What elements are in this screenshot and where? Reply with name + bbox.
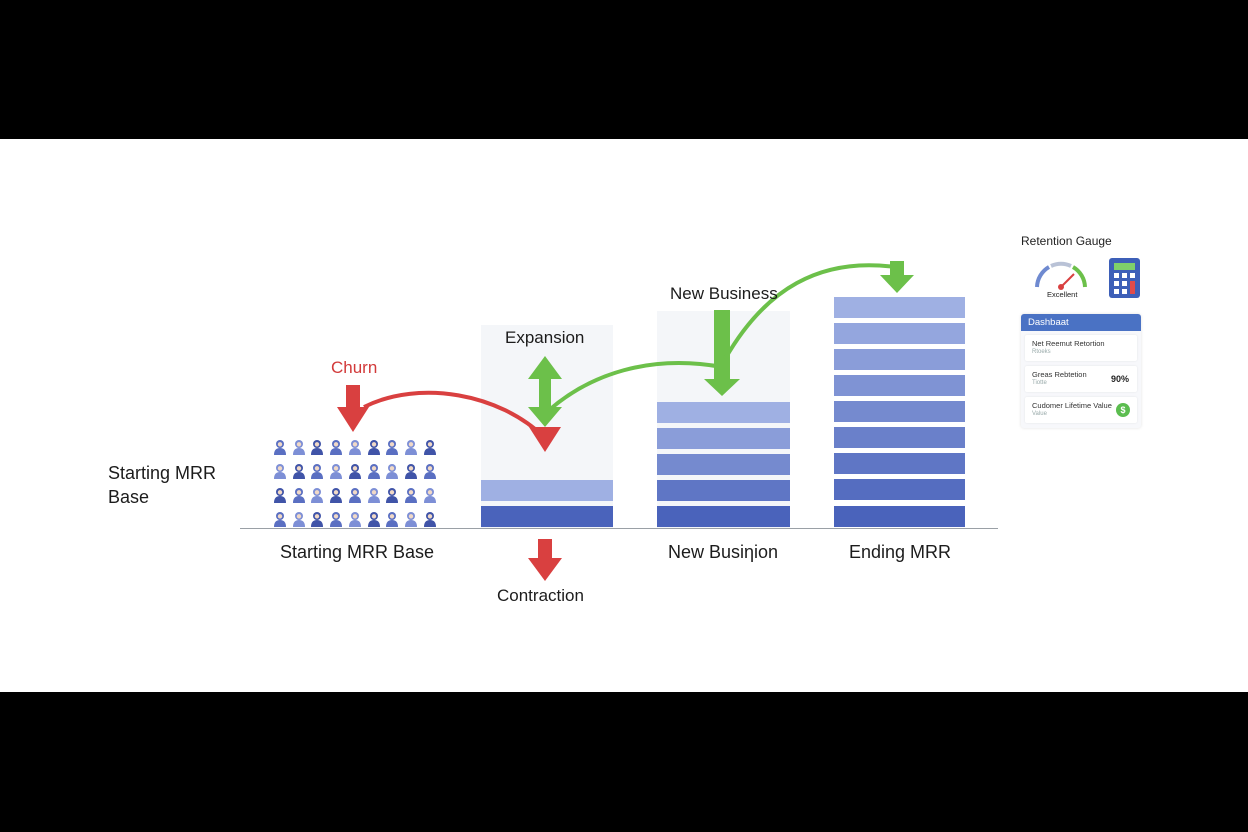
- person-icon: [367, 512, 380, 527]
- person-icon: [292, 440, 305, 455]
- gauge-label: Excellent: [1047, 290, 1078, 299]
- new-business-bar-segment: [657, 454, 790, 475]
- person-icon: [274, 512, 286, 527]
- baseline-axis: [240, 528, 998, 529]
- churn-down-arrow: [337, 385, 369, 432]
- ending-mrr-bar-segment: [834, 427, 965, 448]
- dashboard-card-ltv: Cudomer Lifetime Value Value $: [1025, 397, 1137, 423]
- dashboard-panel: Dashbaat Net Reemut Retortion Rtoeks Gre…: [1021, 314, 1141, 428]
- card-value: 90%: [1110, 374, 1129, 384]
- speedometer-icon: [1035, 261, 1087, 290]
- contraction-down-arrow: [528, 539, 562, 581]
- person-icon: [386, 440, 399, 455]
- ending-mrr-bar-segment: [834, 349, 965, 370]
- dashboard-header: Dashbaat: [1021, 314, 1141, 331]
- ending-mrr-bar-segment: [834, 375, 965, 396]
- person-icon: [292, 488, 305, 503]
- person-icon: [311, 488, 324, 503]
- person-icon: [274, 488, 286, 503]
- category-label-end: Ending MRR: [849, 542, 952, 562]
- person-icon: [330, 488, 343, 503]
- ending-down-arrow: [880, 261, 914, 293]
- new-business-bar-segment: [657, 402, 790, 423]
- person-icon: [404, 512, 417, 527]
- person-icon: [423, 440, 436, 455]
- person-icon: [330, 464, 343, 479]
- card-subtitle: Rtoeks: [1032, 349, 1051, 355]
- person-icon: [348, 488, 361, 503]
- person-icon: [348, 440, 361, 455]
- new-business-bar-segment: [657, 506, 790, 527]
- ending-mrr-bar-segment: [834, 401, 965, 422]
- person-icon: [386, 464, 399, 479]
- expansion-label: Expansion: [505, 328, 585, 347]
- card-title: Net Reemut Retortion: [1032, 339, 1105, 348]
- new-business-bar-segment: [657, 428, 790, 449]
- person-icon: [274, 464, 286, 479]
- ending-mrr-bar-segment: [834, 297, 965, 318]
- ending-mrr-bar-segment: [834, 323, 965, 344]
- expansion-bar-segment: [481, 480, 613, 501]
- person-icon: [348, 512, 361, 527]
- person-icon: [330, 512, 343, 527]
- ending-mrr-bar-segment: [834, 506, 965, 527]
- expansion-bar-segment: [481, 506, 613, 527]
- category-label-new: New Busiηion: [668, 542, 779, 562]
- person-icon: [386, 488, 399, 503]
- ending-mrr-bar-segment: [834, 479, 965, 500]
- card-subtitle: Value: [1032, 411, 1047, 417]
- category-label-start: Starting MRR Base: [280, 542, 435, 562]
- card-title: Cudomer Lifetime Value: [1032, 401, 1112, 410]
- person-icon: [367, 440, 380, 455]
- person-icon: [292, 512, 305, 527]
- person-icon: [348, 464, 361, 479]
- new-business-bar-segment: [657, 480, 790, 501]
- person-icon: [274, 440, 286, 455]
- dollar-icon: $: [1116, 403, 1130, 417]
- person-icon: [292, 464, 305, 479]
- retention-gauge-title: Retention Gauge: [1021, 234, 1112, 248]
- starting-mrr-side-label: Starting MRR Base: [108, 463, 217, 507]
- person-icon: [311, 512, 324, 527]
- contraction-label: Contraction: [497, 586, 584, 605]
- diagram-canvas: Starting MRR Base: [0, 139, 1248, 692]
- person-icon: [367, 488, 380, 503]
- person-icon: [423, 464, 436, 479]
- person-icon: [404, 440, 417, 455]
- person-icon: [330, 440, 343, 455]
- person-icon: [367, 464, 380, 479]
- card-title: Greas Rebtetion: [1032, 370, 1087, 379]
- churn-label: Churn: [331, 358, 378, 377]
- person-icon: [386, 512, 399, 527]
- person-icon: [311, 464, 324, 479]
- person-icon: [404, 464, 417, 479]
- dashboard-card-gross-retention: Greas Rebtetion Tiotte 90%: [1025, 366, 1137, 392]
- ending-mrr-bar-segment: [834, 453, 965, 474]
- calculator-icon: [1109, 258, 1140, 298]
- card-subtitle: Tiotte: [1032, 380, 1047, 386]
- person-icon: [404, 488, 417, 503]
- dashboard-card-net-retention: Net Reemut Retortion Rtoeks: [1025, 335, 1137, 361]
- person-icon: [311, 440, 324, 455]
- person-icon: [423, 512, 436, 527]
- new-business-label: New Business: [670, 284, 778, 303]
- person-icon: [423, 488, 436, 503]
